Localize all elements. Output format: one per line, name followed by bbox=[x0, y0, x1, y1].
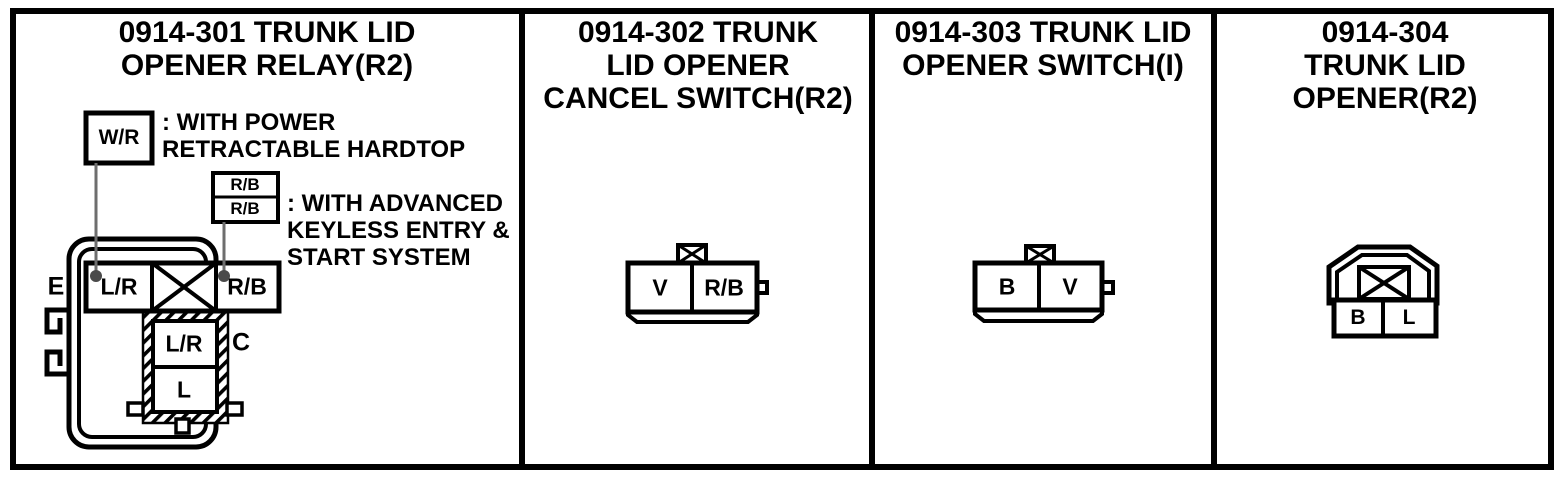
pin-label-b: B bbox=[1350, 306, 1366, 329]
legend-box-wr bbox=[83, 110, 155, 166]
connector-cancel-switch bbox=[625, 243, 769, 324]
pin-label-contact-rb: R/B bbox=[227, 273, 267, 300]
legend-note-power-hardtop: : WITH POWER RETRACTABLE HARDTOP bbox=[162, 109, 466, 163]
connector-opener bbox=[1326, 244, 1440, 339]
lock-tab-cross-2 bbox=[1357, 265, 1411, 301]
panel-title-0914-302: 0914-302 TRUNK LID OPENER CANCEL SWITCH(… bbox=[543, 16, 853, 115]
connector-opener-switch bbox=[972, 244, 1115, 323]
pin-label-v: V bbox=[1062, 273, 1078, 300]
panel-title-0914-301: 0914-301 TRUNK LID OPENER RELAY(R2) bbox=[118, 16, 416, 82]
legend-wire-label-rb-bottom: R/B bbox=[230, 199, 260, 218]
mount-clip-lower bbox=[44, 349, 69, 377]
legend-wire-label-rb-top: R/B bbox=[230, 175, 260, 194]
lock-tab-cross-2 bbox=[677, 243, 707, 265]
coil-tab-right bbox=[225, 401, 244, 417]
lock-tab-cross-2 bbox=[1025, 244, 1055, 265]
page-border bbox=[10, 8, 1554, 470]
pin-label-contact-lr: L/R bbox=[100, 273, 138, 300]
coil-tab-bottom bbox=[174, 417, 191, 435]
relay-diagram bbox=[44, 110, 282, 450]
panel-title-0914-304: 0914-304 TRUNK LID OPENER(R2) bbox=[1292, 16, 1478, 115]
panel-title-0914-303: 0914-303 TRUNK LID OPENER SWITCH(I) bbox=[894, 16, 1192, 82]
pin-label-l: L bbox=[1402, 306, 1416, 329]
junction-dot-right bbox=[218, 270, 230, 282]
hood-inner-outline bbox=[1335, 253, 1431, 303]
terminal-label-e: E bbox=[47, 272, 65, 301]
panel-divider-1 bbox=[519, 8, 525, 470]
pin-label-v: V bbox=[652, 274, 668, 301]
terminal-label-c: C bbox=[231, 328, 251, 357]
pin-label-rb: R/B bbox=[704, 274, 744, 301]
mount-clip-upper bbox=[44, 307, 69, 335]
legend-wire-label-wr: W/R bbox=[98, 126, 140, 149]
legend-note-keyless-entry: : WITH ADVANCED KEYLESS ENTRY & START SY… bbox=[287, 190, 510, 271]
panel-divider-2 bbox=[869, 8, 875, 470]
junction-dot-left bbox=[90, 270, 102, 282]
contact-cross-diagonal-2 bbox=[150, 261, 218, 313]
coil-tab-left bbox=[126, 401, 145, 417]
panel-divider-3 bbox=[1211, 8, 1217, 470]
pin-label-coil-l: L bbox=[176, 376, 192, 403]
pin-label-coil-lr: L/R bbox=[165, 330, 203, 357]
pin-label-b: B bbox=[998, 273, 1016, 300]
